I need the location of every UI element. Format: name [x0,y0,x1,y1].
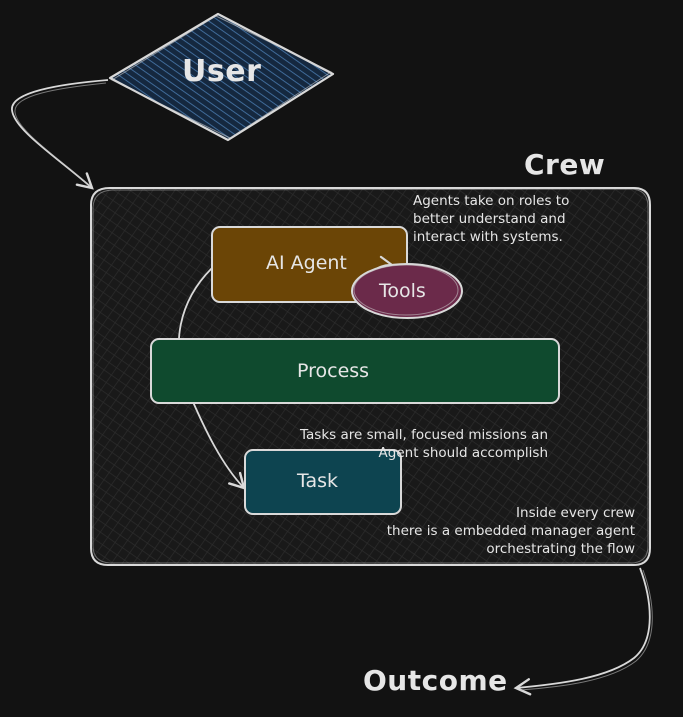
tasks-note: Tasks are small, focused missions an Age… [300,426,548,462]
agents-note-line: interact with systems. [413,229,563,245]
ai-agent-label: AI Agent [266,252,347,274]
process-node-shape[interactable] [150,338,560,404]
process-label: Process [297,360,370,382]
outcome-label: Outcome [363,664,508,697]
manager-note-line: orchestrating the flow [486,541,635,557]
manager-note: Inside every crew there is a embedded ma… [387,504,635,558]
arrow-crew-to-outcome [513,567,651,696]
user-label: User [182,54,262,89]
manager-note-line: there is a embedded manager agent [386,523,635,539]
tasks-note-line: Tasks are small, focused missions an [300,427,549,443]
task-node-shape[interactable] [244,449,402,515]
tools-label: Tools [379,280,426,302]
agents-note-line: Agents take on roles to [413,193,570,209]
agents-note-line: better understand and [413,211,566,227]
tools-node-shape[interactable] [351,263,463,319]
user-node-shape[interactable] [108,12,335,142]
manager-note-line: Inside every crew [516,505,635,521]
crew-label: Crew [524,148,606,181]
arrow-user-to-crew [11,79,109,190]
tasks-note-line: Agent should accomplish [378,445,549,461]
task-label: Task [297,470,339,492]
agents-note: Agents take on roles to better understan… [413,192,569,246]
